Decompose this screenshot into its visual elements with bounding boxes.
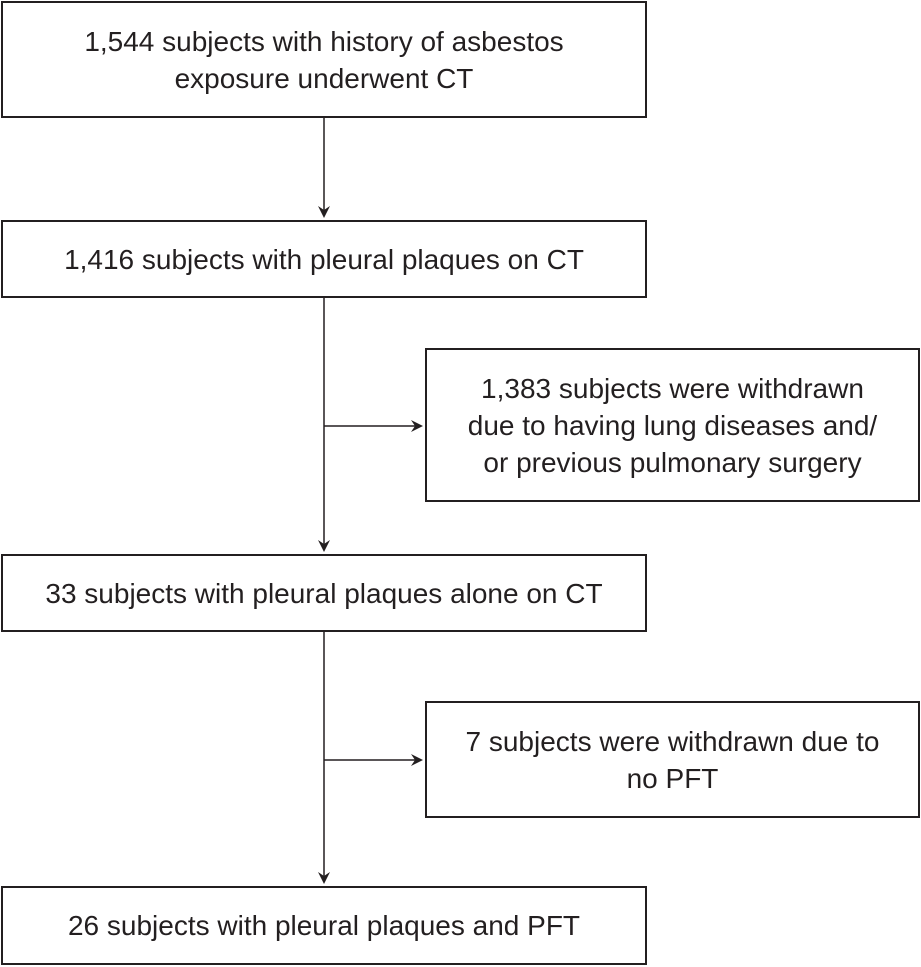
box-final-cohort-line-1: 26 subjects with pleural plaques and PFT [67, 910, 581, 941]
box-exclusion-no-pft-text: 7 subjects were withdrawn due to no PFT [466, 723, 880, 797]
box-exclusion-lung-diseases-line-3: or previous pulmonary surgery [483, 446, 862, 478]
box-exclusion-lung-diseases: 1,383 subjects were withdrawn due to hav… [425, 348, 920, 502]
box-initial-cohort-line-2: exposure underwent CT [174, 62, 474, 94]
box-final-cohort-text: 26 subjects with pleural plaques and PFT [68, 907, 580, 944]
box-final-cohort: 26 subjects with pleural plaques and PFT [1, 886, 647, 965]
box-exclusion-lung-diseases-line-2: due to having lung diseases and/ [467, 409, 878, 441]
box-exclusion-lung-diseases-text: 1,383 subjects were withdrawn due to hav… [468, 370, 877, 481]
box-pleural-plaques-alone-line-1: 33 subjects with pleural plaques alone o… [45, 577, 603, 609]
box-pleural-plaques-alone-text: 33 subjects with pleural plaques alone o… [45, 575, 602, 612]
box-exclusion-no-pft-line-2: no PFT [626, 762, 719, 794]
box-pleural-plaques-line-1: 1,416 subjects with pleural plaques on C… [64, 243, 584, 275]
box-exclusion-no-pft: 7 subjects were withdrawn due to no PFT [425, 701, 920, 818]
box-initial-cohort-line-1: 1,544 subjects with history of asbestos [84, 25, 564, 57]
box-pleural-plaques-text: 1,416 subjects with pleural plaques on C… [64, 241, 584, 278]
box-exclusion-no-pft-line-1: 7 subjects were withdrawn due to [465, 725, 880, 757]
box-pleural-plaques: 1,416 subjects with pleural plaques on C… [1, 220, 647, 298]
box-exclusion-lung-diseases-line-1: 1,383 subjects were withdrawn [481, 372, 864, 404]
box-pleural-plaques-alone: 33 subjects with pleural plaques alone o… [1, 554, 647, 632]
box-initial-cohort-text: 1,544 subjects with history of asbestos … [84, 23, 563, 97]
box-initial-cohort: 1,544 subjects with history of asbestos … [1, 1, 647, 118]
